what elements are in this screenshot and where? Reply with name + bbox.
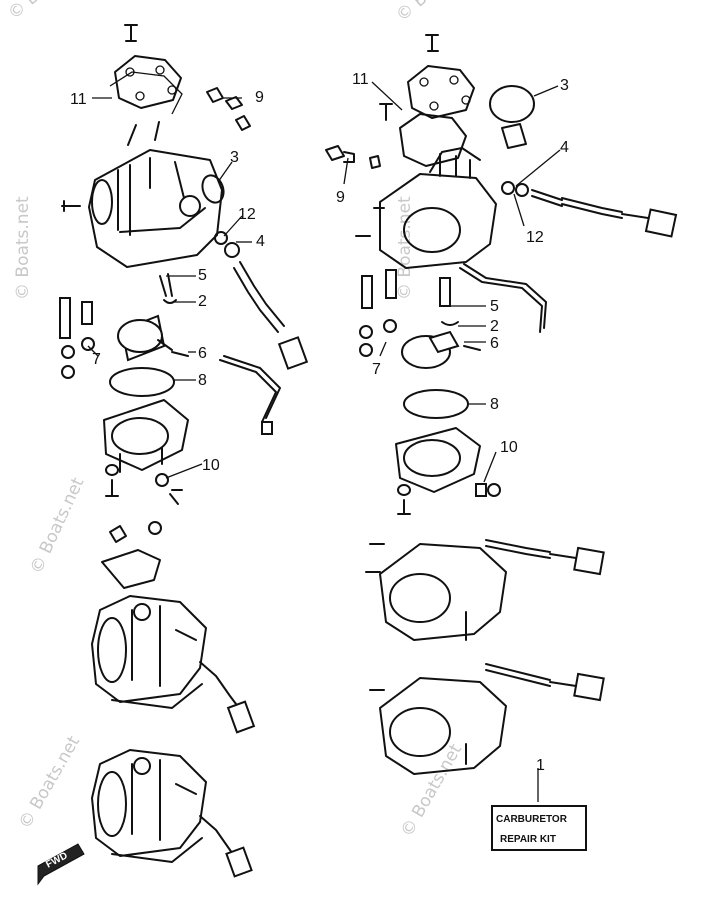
callout-7-left: 7 [92, 351, 101, 368]
watermark-top-left: © Boats.net [4, 0, 97, 24]
callout-9-left: 9 [255, 89, 264, 106]
callout-8-left: 8 [198, 372, 207, 389]
left-top-assembly [59, 24, 309, 505]
callout-11-right: 11 [352, 71, 369, 88]
watermark-left-bottom: © Boats.net [15, 732, 84, 832]
left-bottom-carbs: FWD [37, 521, 256, 886]
leader-lines [87, 81, 561, 802]
callout-8-right: 8 [490, 396, 499, 413]
callout-11-left: 11 [70, 91, 87, 108]
watermark-right-bottom: © Boats.net [397, 740, 466, 840]
callouts-left: 11 9 3 12 4 5 2 6 7 8 10 [70, 89, 265, 474]
callout-10-right: 10 [500, 439, 518, 456]
callout-12-left: 12 [238, 206, 256, 223]
callout-5-right: 5 [490, 298, 499, 315]
watermark-top-right: © Boats.net [392, 0, 485, 26]
callout-6-left: 6 [198, 345, 207, 362]
callout-5-left: 5 [198, 267, 207, 284]
carburetor-repair-kit-box: CARBURETOR REPAIR KIT [491, 805, 587, 851]
callout-10-left: 10 [202, 457, 220, 474]
callout-2-left: 2 [198, 293, 207, 310]
callout-6-right: 6 [490, 335, 499, 352]
callout-2-right: 2 [490, 318, 499, 335]
callout-9-right: 9 [336, 189, 345, 206]
callout-3-left: 3 [230, 149, 239, 166]
repair-kit-line2: REPAIR KIT [500, 834, 556, 845]
callout-4-right: 4 [560, 139, 569, 156]
callout-1-right: 1 [536, 757, 545, 774]
callouts-right: 11 3 4 9 12 5 2 6 7 8 10 1 [336, 71, 569, 774]
watermark-right-mid: © Boats.net [395, 196, 415, 300]
callout-4-left: 4 [256, 233, 265, 250]
watermark-left-mid: © Boats.net [13, 196, 33, 300]
right-bottom-carbs [365, 539, 605, 775]
callout-3-right: 3 [560, 77, 569, 94]
right-top-assembly [325, 34, 678, 515]
repair-kit-line1: CARBURETOR [496, 814, 568, 825]
callout-7-right: 7 [372, 361, 381, 378]
watermark-left-center: © Boats.net [26, 474, 88, 577]
callout-12-right: 12 [526, 229, 544, 246]
